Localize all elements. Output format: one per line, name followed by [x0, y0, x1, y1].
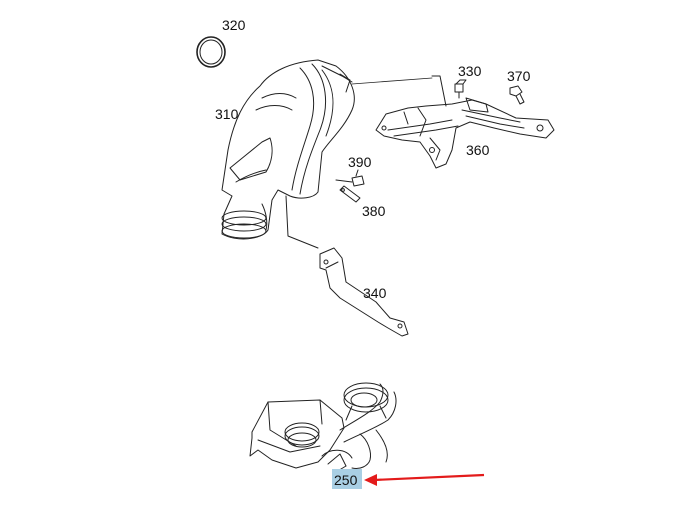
- o-ring-320: [196, 36, 226, 68]
- clip-330: [454, 79, 467, 99]
- callout-330: 330: [458, 63, 482, 79]
- red-arrow-icon: [364, 473, 485, 486]
- callout-360: 360: [466, 142, 490, 158]
- intake-hose-assembly-250: [249, 382, 397, 473]
- highlight-box-250: [332, 469, 362, 489]
- callout-250[interactable]: 250: [334, 472, 358, 488]
- callout-340: 340: [363, 285, 387, 301]
- support-bracket-340: [319, 247, 409, 337]
- callout-380: 380: [362, 203, 386, 219]
- callout-310: 310: [215, 106, 239, 122]
- callout-390: 390: [348, 154, 372, 170]
- strap-380: [339, 185, 361, 203]
- bolt-370: [509, 85, 525, 105]
- mounting-bracket-360: [375, 75, 555, 169]
- clip-390: [335, 169, 365, 187]
- air-intake-duct-310: [221, 59, 355, 249]
- callout-320: 320: [222, 17, 246, 33]
- callout-370: 370: [507, 68, 531, 84]
